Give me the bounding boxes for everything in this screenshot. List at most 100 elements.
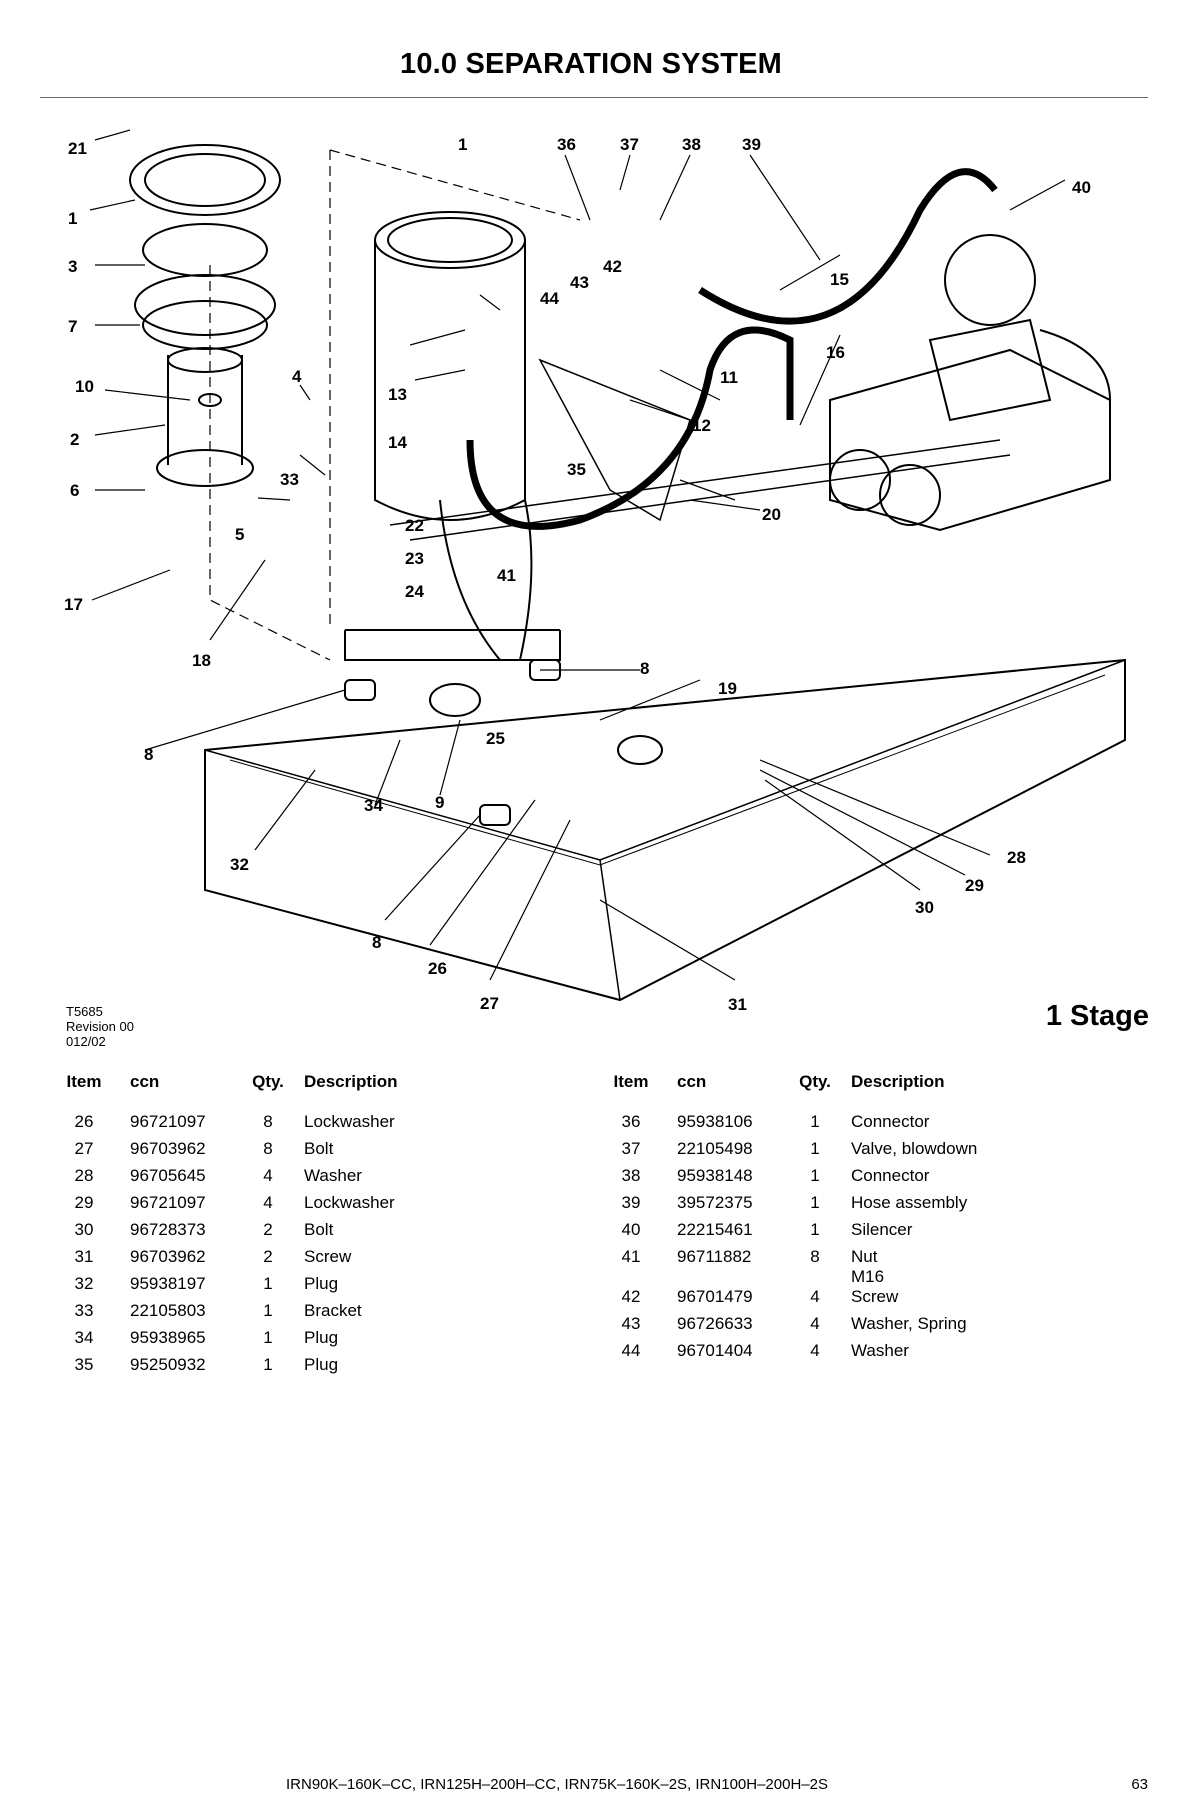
cell-qty: 1 xyxy=(240,1301,296,1328)
cell-description: Lockwasher xyxy=(296,1112,398,1139)
cell-qty: 4 xyxy=(787,1287,843,1314)
cell-qty-text: 1 xyxy=(263,1328,273,1347)
callout-22: 22 xyxy=(405,516,424,535)
callout-40: 40 xyxy=(1072,178,1091,197)
revision: Revision 00 xyxy=(66,1019,134,1034)
cell-ccn: 96728373 xyxy=(130,1220,240,1247)
cell-qty: 1 xyxy=(240,1328,296,1355)
bracket-20 xyxy=(538,358,691,522)
cell-ccn-text: 95250932 xyxy=(130,1355,206,1374)
cell-ccn-text: 96703962 xyxy=(130,1247,206,1266)
cell-description-text: Connector xyxy=(851,1166,930,1185)
cell-ccn-text: 96726633 xyxy=(677,1314,753,1333)
cell-description-text: Bracket xyxy=(304,1301,362,1320)
cell-qty: 1 xyxy=(787,1166,843,1193)
cell-qty: 4 xyxy=(240,1193,296,1220)
cell-qty-text: 1 xyxy=(810,1166,820,1185)
table-header-row: Item ccn Qty. Description xyxy=(38,1072,398,1112)
callout-24: 24 xyxy=(405,582,424,601)
cell-qty: 1 xyxy=(787,1193,843,1220)
cell-qty: 1 xyxy=(787,1220,843,1247)
cell-description: Hose assembly xyxy=(843,1193,977,1220)
cell-qty: 4 xyxy=(787,1314,843,1341)
cell-item-text: 39 xyxy=(621,1193,641,1212)
callout-20: 20 xyxy=(762,505,781,524)
cell-ccn-text: 96721097 xyxy=(130,1112,206,1131)
cell-description-line2: M16 xyxy=(851,1267,885,1286)
cell-description: Washer, Spring xyxy=(843,1314,977,1341)
cell-description: Connector xyxy=(843,1166,977,1193)
cell-description-text: Washer, Spring xyxy=(851,1314,967,1333)
callout-32: 32 xyxy=(230,855,249,874)
title-divider xyxy=(40,97,1148,98)
cell-ccn-text: 39572375 xyxy=(677,1193,753,1212)
callout-11: 11 xyxy=(720,368,738,387)
cell-description: Screw xyxy=(296,1247,398,1274)
cell-item: 26 xyxy=(38,1112,130,1139)
cell-ccn-text: 95938148 xyxy=(677,1166,753,1185)
cell-description: Valve, blowdown xyxy=(843,1139,977,1166)
cell-description-text: Silencer xyxy=(851,1220,913,1239)
cell-qty-text: 1 xyxy=(263,1355,273,1374)
callout-15: 15 xyxy=(830,270,849,289)
callout-28: 28 xyxy=(1007,848,1026,867)
exploded-parts-diagram: 1 36 37 38 39 40 21 1 3 7 10 2 6 4 33 5 … xyxy=(64,129,1126,1014)
cell-ccn-text: 95938965 xyxy=(130,1328,206,1347)
callout-10: 10 xyxy=(75,377,94,396)
cell-item: 42 xyxy=(585,1287,677,1314)
cell-qty-text: 4 xyxy=(810,1341,820,1360)
cell-ccn: 22105803 xyxy=(130,1301,240,1328)
cell-description: Plug xyxy=(296,1274,398,1301)
cell-item: 34 xyxy=(38,1328,130,1355)
cell-qty-text: 4 xyxy=(263,1193,273,1212)
cell-description: Plug xyxy=(296,1355,398,1382)
callout-43: 43 xyxy=(570,273,589,292)
header-item: Item xyxy=(66,1072,102,1091)
cell-item-text: 28 xyxy=(74,1166,94,1185)
cell-ccn-text: 96701479 xyxy=(677,1287,753,1306)
callout-2: 2 xyxy=(70,430,79,449)
cell-ccn-text: 22105498 xyxy=(677,1139,753,1158)
cell-item: 37 xyxy=(585,1139,677,1166)
cell-ccn-text: 96711882 xyxy=(677,1247,752,1266)
cell-qty-text: 8 xyxy=(810,1247,820,1266)
cell-item-text: 32 xyxy=(74,1274,94,1293)
cell-qty-text: 1 xyxy=(263,1301,273,1320)
header-description: Description xyxy=(851,1072,945,1091)
callout-8b: 8 xyxy=(144,745,153,764)
callout-5: 5 xyxy=(235,525,244,544)
cell-description: Screw xyxy=(843,1287,977,1314)
cell-qty: 4 xyxy=(240,1166,296,1193)
cell-item: 28 xyxy=(38,1166,130,1193)
airend xyxy=(829,234,1111,532)
callout-27: 27 xyxy=(480,994,499,1013)
cell-qty: 2 xyxy=(240,1247,296,1274)
cell-ccn: 96701404 xyxy=(677,1341,787,1368)
cell-ccn: 22105498 xyxy=(677,1139,787,1166)
callout-21: 21 xyxy=(68,139,87,158)
cell-item: 36 xyxy=(585,1112,677,1139)
cell-ccn: 96705645 xyxy=(130,1166,240,1193)
header-ccn: ccn xyxy=(130,1072,160,1091)
cell-item: 40 xyxy=(585,1220,677,1247)
callout-26: 26 xyxy=(428,959,447,978)
cell-ccn: 96726633 xyxy=(677,1314,787,1341)
cell-description: Silencer xyxy=(843,1220,977,1247)
cell-ccn-text: 95938106 xyxy=(677,1112,753,1131)
cell-ccn: 96703962 xyxy=(130,1139,240,1166)
cell-item: 31 xyxy=(38,1247,130,1274)
cell-ccn: 95938148 xyxy=(677,1166,787,1193)
cell-description-text: Washer xyxy=(304,1166,362,1185)
cell-qty-text: 4 xyxy=(810,1287,820,1306)
cell-qty: 4 xyxy=(787,1341,843,1368)
cell-ccn: 96701479 xyxy=(677,1287,787,1314)
hose-39 xyxy=(698,168,998,325)
cell-ccn: 96703962 xyxy=(130,1247,240,1274)
